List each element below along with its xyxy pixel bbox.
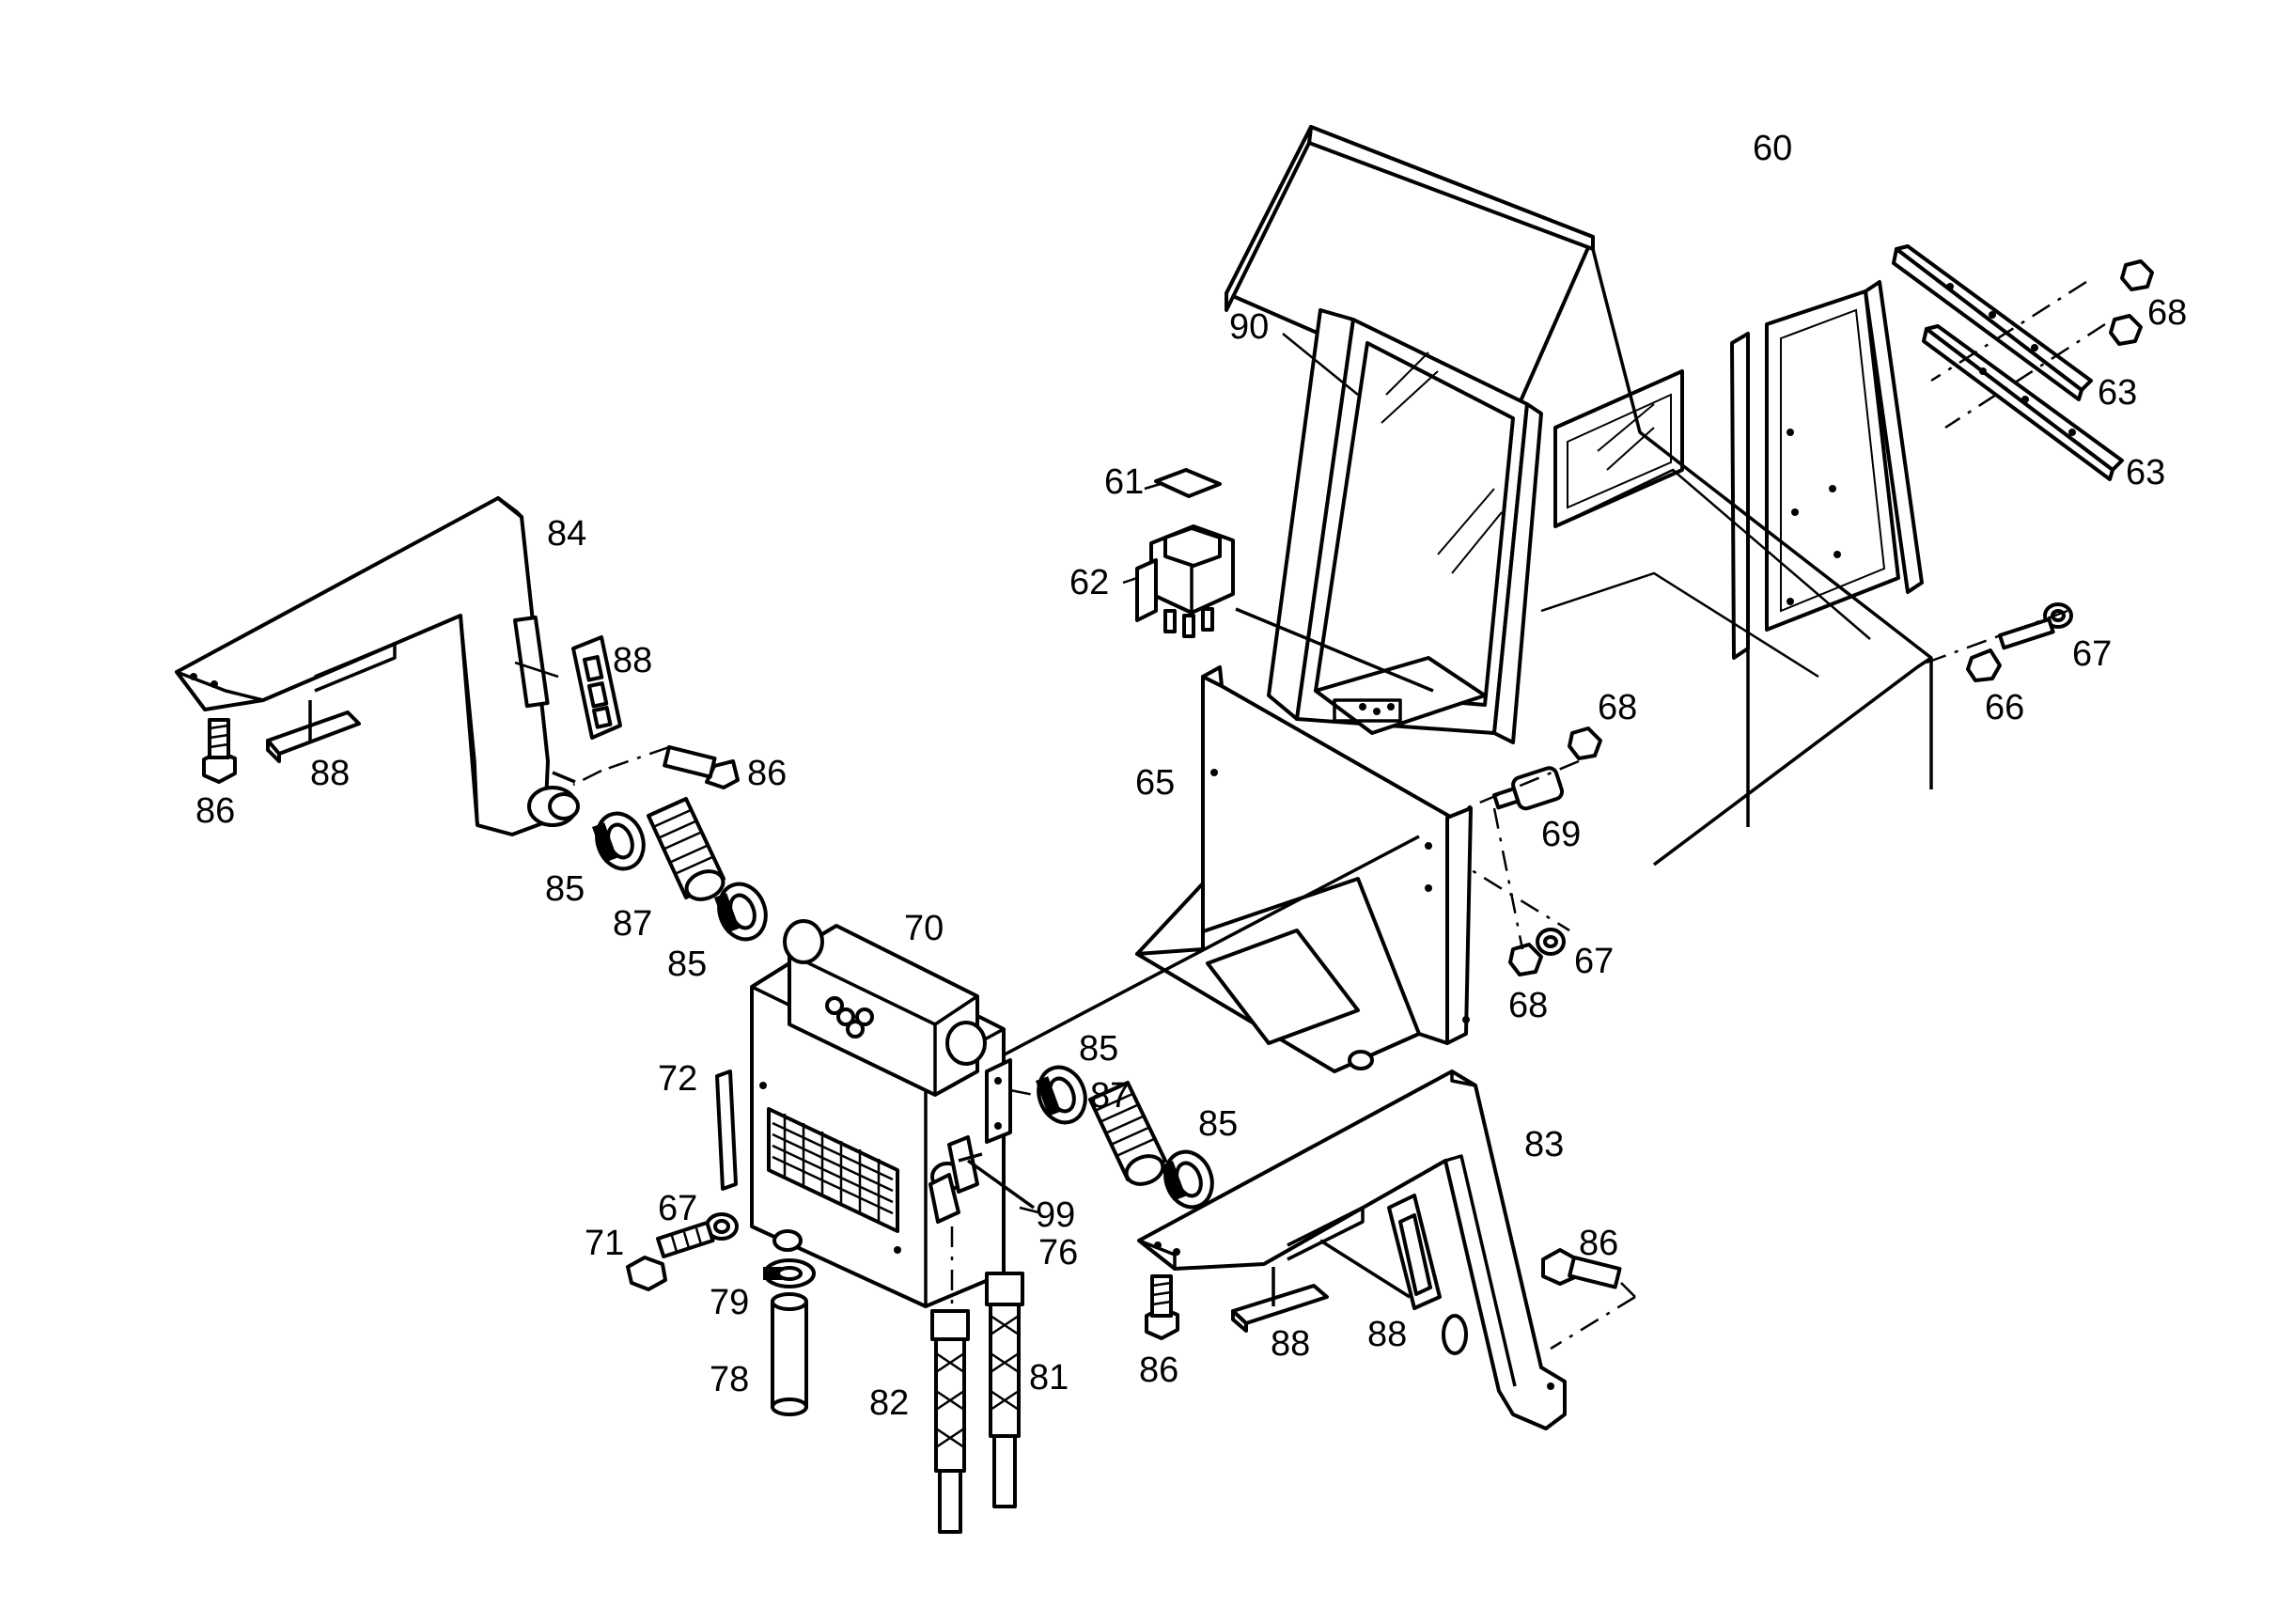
drain-pipe-78-clamp-79 (763, 1258, 816, 1416)
leader-lines (514, 333, 1359, 1214)
bolt-71-washer-67 (626, 1212, 739, 1291)
callout-88: 88 (310, 754, 350, 793)
callout-88: 88 (613, 641, 652, 680)
callout-86: 86 (747, 754, 787, 793)
callout-62: 62 (1069, 563, 1109, 602)
callout-85: 85 (1198, 1104, 1238, 1144)
bolts-left (202, 718, 740, 789)
callout-87: 87 (613, 904, 652, 944)
switch-assembly (1135, 468, 1434, 693)
callout-81: 81 (1029, 1358, 1069, 1398)
callout-67: 67 (2072, 634, 2112, 674)
callout-65: 65 (1135, 763, 1175, 803)
gasket-strip-72 (715, 1070, 738, 1191)
callout-87: 87 (1090, 1076, 1130, 1116)
callout-67: 67 (658, 1189, 697, 1228)
heater-unit-70 (750, 919, 1036, 1311)
callout-69: 69 (1541, 815, 1581, 854)
callout-71: 71 (585, 1224, 624, 1263)
callout-labels: 60 90 68 63 63 61 62 84 88 88 86 86 67 6… (195, 129, 2187, 1423)
callout-86: 86 (195, 791, 235, 831)
callout-88: 88 (1271, 1324, 1310, 1364)
callout-76: 76 (1038, 1233, 1078, 1273)
cab-frame (1225, 125, 1933, 867)
callout-85: 85 (545, 869, 585, 909)
callout-88: 88 (1367, 1315, 1407, 1354)
right-duct-83 (1137, 1070, 1567, 1430)
callout-84: 84 (547, 514, 586, 554)
callout-63: 63 (2126, 453, 2165, 492)
callout-83: 83 (1524, 1125, 1564, 1164)
rubber-strips-left (266, 635, 622, 763)
hoses-81-82 (930, 1272, 1024, 1534)
left-duct-84 (175, 496, 580, 836)
hose-clamps-lower (1035, 1065, 1214, 1210)
heater-grille (772, 1114, 894, 1222)
callout-99: 99 (1036, 1195, 1075, 1235)
callout-66: 66 (1985, 688, 2024, 727)
callout-79: 79 (710, 1283, 749, 1322)
hose-clamps-upper (592, 797, 768, 942)
mounting-bracket (984, 665, 1473, 1073)
callout-63: 63 (2098, 373, 2137, 413)
callout-86: 86 (1139, 1351, 1178, 1390)
callout-90: 90 (1229, 307, 1269, 347)
callout-82: 82 (869, 1383, 909, 1423)
callout-70: 70 (904, 909, 944, 948)
rubber-strips-right (1231, 1194, 1442, 1333)
callout-72: 72 (658, 1059, 697, 1099)
callout-68: 68 (2147, 293, 2187, 333)
callout-78: 78 (710, 1360, 749, 1399)
fasteners-right (1446, 259, 2154, 976)
callout-67: 67 (1574, 942, 1614, 981)
callout-68: 68 (1508, 986, 1548, 1025)
callout-85: 85 (667, 945, 707, 984)
callout-68: 68 (1598, 688, 1637, 727)
side-plates (1892, 244, 2124, 481)
bolts-right (1145, 1248, 1636, 1351)
callout-61: 61 (1104, 462, 1144, 502)
callout-60: 60 (1753, 129, 1792, 168)
callout-85: 85 (1079, 1029, 1118, 1069)
callout-86: 86 (1579, 1224, 1618, 1263)
